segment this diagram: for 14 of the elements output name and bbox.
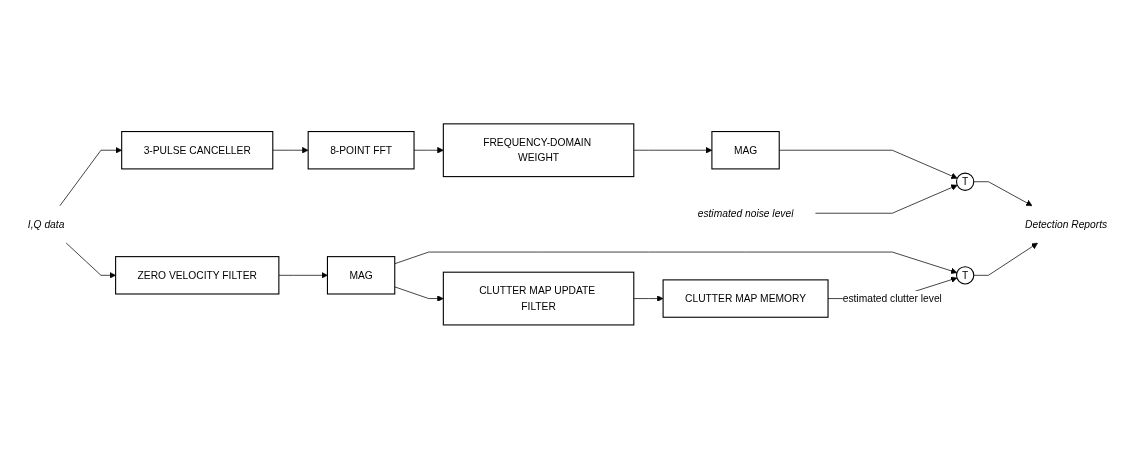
node-box: CLUTTER MAP UPDATE FILTER	[442, 271, 635, 326]
node-text: estimated noise level	[697, 207, 794, 219]
node-box: 3-PULSE CANCELLER	[121, 131, 274, 170]
node-box: FREQUENCY-DOMAIN WEIGHT	[442, 123, 635, 178]
node-box: MAG	[326, 256, 396, 295]
node-box: MAG	[711, 131, 780, 170]
node-box: ZERO VELOCITY FILTER	[115, 256, 280, 295]
node-text: Detection Reports	[1025, 218, 1108, 230]
node-box: 8-POINT FFT	[307, 131, 415, 170]
node-circle: T	[956, 266, 975, 285]
edge-label: estimated clutter level	[842, 292, 942, 305]
node-box: CLUTTER MAP MEMORY	[662, 279, 829, 318]
node-circle: T	[956, 172, 975, 191]
node-text: I,Q data	[27, 218, 65, 230]
